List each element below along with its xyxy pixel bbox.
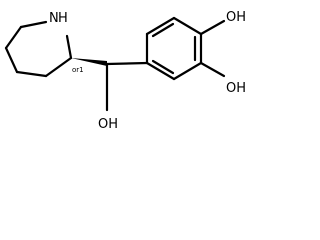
bond-ar-inner-1 bbox=[151, 22, 175, 38]
side-chain bbox=[71, 19, 226, 112]
bond-c6-c5 bbox=[4, 25, 23, 50]
bond-ar-1 bbox=[145, 16, 176, 36]
hydroxyl-top-label: OH bbox=[226, 10, 246, 25]
bond-n-c6 bbox=[19, 20, 48, 29]
bond-ring-oh-top bbox=[199, 19, 226, 36]
wedge-bond-c2-cc bbox=[71, 58, 107, 66]
bond-c3-c2 bbox=[44, 56, 73, 78]
stereo-flag-label: or1 bbox=[72, 66, 84, 74]
bond-n-c2 bbox=[65, 34, 73, 60]
bond-ar-5 bbox=[145, 61, 176, 81]
atom-labels: N H or1 OH OH OH bbox=[49, 10, 246, 132]
bond-ar-inner-3 bbox=[151, 59, 175, 75]
bond-c5-c4 bbox=[4, 46, 19, 74]
chemical-structure: N H or1 OH OH OH bbox=[4, 10, 246, 132]
nitrogen-label: N bbox=[49, 11, 59, 26]
benzene-ring bbox=[145, 16, 203, 81]
hydroxyl-right-label: OH bbox=[226, 81, 246, 96]
bond-ar-2 bbox=[172, 16, 203, 36]
bond-ring-oh-right bbox=[199, 61, 226, 78]
piperidine-ring bbox=[4, 20, 73, 78]
hydrogen-label: H bbox=[58, 11, 68, 26]
bond-cc-ring bbox=[105, 61, 149, 66]
bond-c4-c3 bbox=[15, 70, 48, 78]
hydroxyl-bottom-label: OH bbox=[98, 117, 118, 132]
bond-ar-4 bbox=[172, 61, 203, 81]
